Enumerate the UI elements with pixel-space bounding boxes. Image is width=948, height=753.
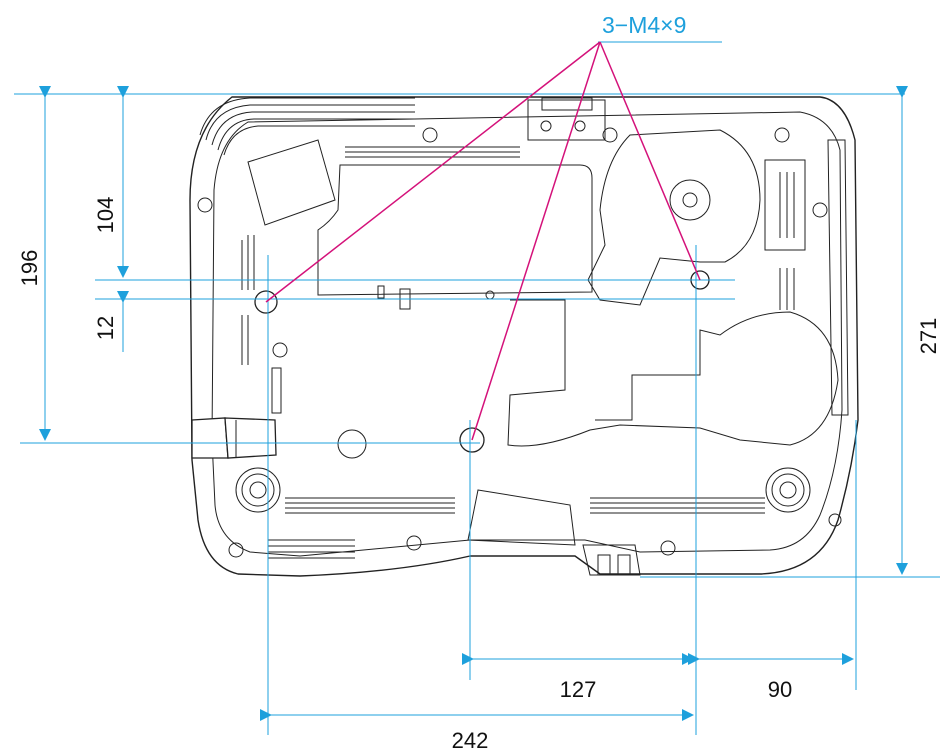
dim-196-label: 196: [17, 250, 42, 287]
dim-12-label: 12: [93, 316, 118, 340]
leader-lines: [265, 41, 701, 441]
central-recess: [317, 164, 593, 296]
front-latch: [582, 544, 641, 576]
dim-271-label: 271: [916, 318, 941, 355]
lamp-cover: [507, 299, 839, 447]
right-channel: [764, 139, 849, 416]
dimension-lines: [14, 41, 940, 735]
outer-shell: [189, 96, 859, 577]
fan-housing: [587, 129, 761, 306]
dim-242-label: 242: [452, 728, 489, 753]
projector-body: [189, 96, 859, 577]
rear-foot-right: [765, 467, 811, 513]
mounting-holes: [254, 270, 710, 453]
rear-foot-left: [235, 467, 281, 513]
round-foot-pad: [337, 429, 367, 459]
screw-holes: [197, 127, 842, 558]
filter-cover: [247, 139, 336, 226]
side-lever: [191, 417, 277, 459]
dim-90-label: 90: [768, 677, 792, 702]
callout-label: 3−M4×9: [602, 12, 686, 38]
recess-clips: [377, 285, 495, 310]
corner-vent-top-left: [199, 97, 415, 156]
left-vents: [241, 235, 282, 414]
bottom-grille: [268, 497, 765, 559]
top-grille: [345, 146, 520, 158]
inner-rim: [211, 111, 843, 557]
dim-104-label: 104: [93, 197, 118, 234]
dim-127-label: 127: [560, 677, 597, 702]
bottom-pad: [467, 489, 576, 546]
connector-block: [527, 97, 606, 141]
